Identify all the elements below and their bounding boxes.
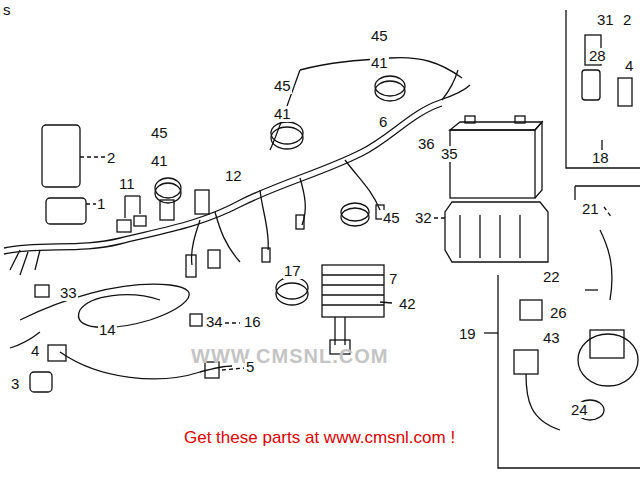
callout-number: 4 bbox=[30, 343, 40, 359]
callout-number: 41 bbox=[150, 153, 169, 169]
callout-number: 26 bbox=[549, 305, 568, 321]
callout-number: 11 bbox=[118, 176, 136, 192]
callout-number: 42 bbox=[398, 296, 417, 312]
callout-number: 3 bbox=[10, 376, 20, 392]
callout-number: 5 bbox=[245, 359, 255, 375]
callout-number: 4 bbox=[624, 58, 634, 74]
callout-number: 45 bbox=[382, 210, 401, 226]
callout-number: 43 bbox=[542, 330, 561, 346]
callout-number: 6 bbox=[378, 114, 388, 130]
callout-number: 21 bbox=[581, 201, 600, 217]
callout-number: 31 bbox=[596, 12, 615, 28]
callout-number: 32 bbox=[414, 210, 433, 226]
callout-number: 1 bbox=[96, 196, 106, 212]
callout-number: 18 bbox=[591, 150, 610, 166]
callout-number: 2 bbox=[106, 150, 116, 166]
callout-number: 35 bbox=[440, 146, 459, 162]
callout-number: 16 bbox=[243, 314, 262, 330]
callout-number: 41 bbox=[370, 55, 389, 71]
callout-number: 45 bbox=[370, 28, 389, 44]
callout-number: 41 bbox=[273, 106, 292, 122]
watermark: WWW.CMSNL.COM bbox=[190, 345, 389, 367]
callout-number: 7 bbox=[388, 271, 398, 287]
callout-number: 2 bbox=[622, 12, 632, 28]
callout-number: 33 bbox=[59, 285, 78, 301]
callout-number: 28 bbox=[588, 48, 607, 64]
callout-number: 14 bbox=[98, 322, 117, 338]
callout-number: 22 bbox=[542, 269, 561, 285]
callout-number: s bbox=[2, 2, 12, 18]
callout-number: 45 bbox=[150, 125, 169, 141]
callout-number: 17 bbox=[283, 263, 302, 279]
callout-number: 45 bbox=[273, 78, 292, 94]
callout-number: 34 bbox=[205, 314, 224, 330]
caption: Get these parts at www.cmsnl.com ! bbox=[184, 428, 455, 448]
callout-number: 12 bbox=[224, 168, 243, 184]
callout-number: 19 bbox=[458, 326, 477, 342]
callout-number: 36 bbox=[417, 136, 436, 152]
callout-number: 24 bbox=[570, 402, 589, 418]
